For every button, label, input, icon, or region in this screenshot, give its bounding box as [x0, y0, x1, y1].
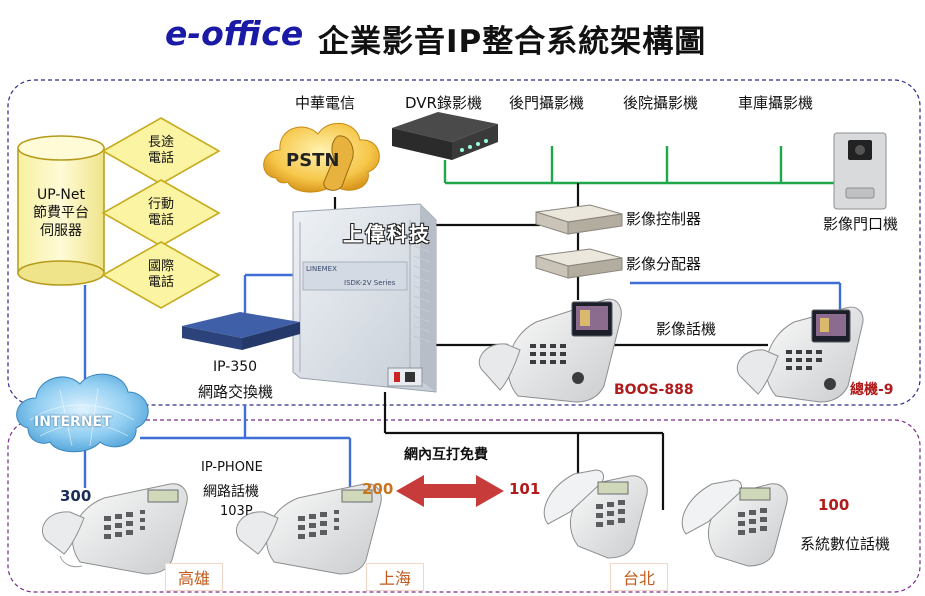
pbx-watermark: 上偉科技	[343, 224, 431, 244]
ext-shanghai: 200	[362, 482, 393, 497]
dvr-label: DVR錄影機	[405, 96, 482, 111]
pbx-brand: LINEMEX	[306, 266, 337, 273]
video-phone-main	[737, 307, 863, 402]
desk-phone-taipei	[544, 470, 647, 558]
digital-phone	[682, 480, 787, 566]
call-type-international: 國際 電話	[136, 259, 186, 292]
video-phone-label: 影像話機	[656, 322, 716, 337]
camera-backyard-label: 後院攝影機	[623, 96, 698, 111]
video-door-station	[834, 133, 886, 209]
video-splitter-label: 影像分配器	[626, 257, 701, 272]
carrier-label: 中華電信	[295, 96, 355, 111]
ext-taipei: 101	[509, 482, 540, 497]
call-type-long-distance: 長途 電話	[136, 135, 186, 168]
main-phone-label: 總機-9	[850, 383, 894, 397]
video-splitter-box	[536, 249, 622, 278]
place-shanghai: 上海	[366, 563, 424, 591]
place-taipei: 台北	[610, 563, 668, 591]
pbx-model: ISDK-2V Series	[344, 280, 395, 287]
video-phone-boss	[479, 299, 621, 402]
free-call-label: 網內互打免費	[404, 448, 488, 462]
free-call-arrow	[396, 475, 504, 507]
ip-phone-desc: 網路話機	[203, 485, 259, 499]
video-network-lines	[445, 146, 842, 183]
title-main: 企業影音IP整合系統架構圖	[318, 16, 706, 61]
internet-label: INTERNET	[34, 415, 112, 429]
title-brand: e-office	[165, 14, 303, 53]
ext-kaohsiung: 300	[60, 489, 91, 504]
call-type-mobile: 行動 電話	[136, 197, 186, 230]
ip350-switch	[182, 312, 300, 350]
camera-back-door-label: 後門攝影機	[509, 96, 584, 111]
ip-phone-model: IP-PHONE	[201, 461, 263, 474]
video-controller-box	[536, 205, 622, 234]
place-kaohsiung: 高雄	[165, 563, 223, 591]
ip-phone-ext: 103P	[220, 505, 253, 518]
boss-phone-label: BOOS-888	[614, 383, 694, 397]
dvr-recorder	[392, 112, 498, 160]
digital-phone-label: 系統數位話機	[800, 537, 890, 552]
internet-cloud	[17, 374, 149, 452]
upnet-server-label: UP-Net 節費平台 伺服器	[24, 186, 98, 241]
switch-model: IP-350	[213, 360, 257, 374]
video-door-label: 影像門口機	[823, 217, 898, 232]
ext-digital: 100	[818, 498, 849, 513]
switch-label: 網路交換機	[198, 385, 273, 400]
video-controller-label: 影像控制器	[626, 212, 701, 227]
pstn-label: PSTN	[286, 152, 340, 170]
camera-garage-label: 車庫攝影機	[738, 96, 813, 111]
